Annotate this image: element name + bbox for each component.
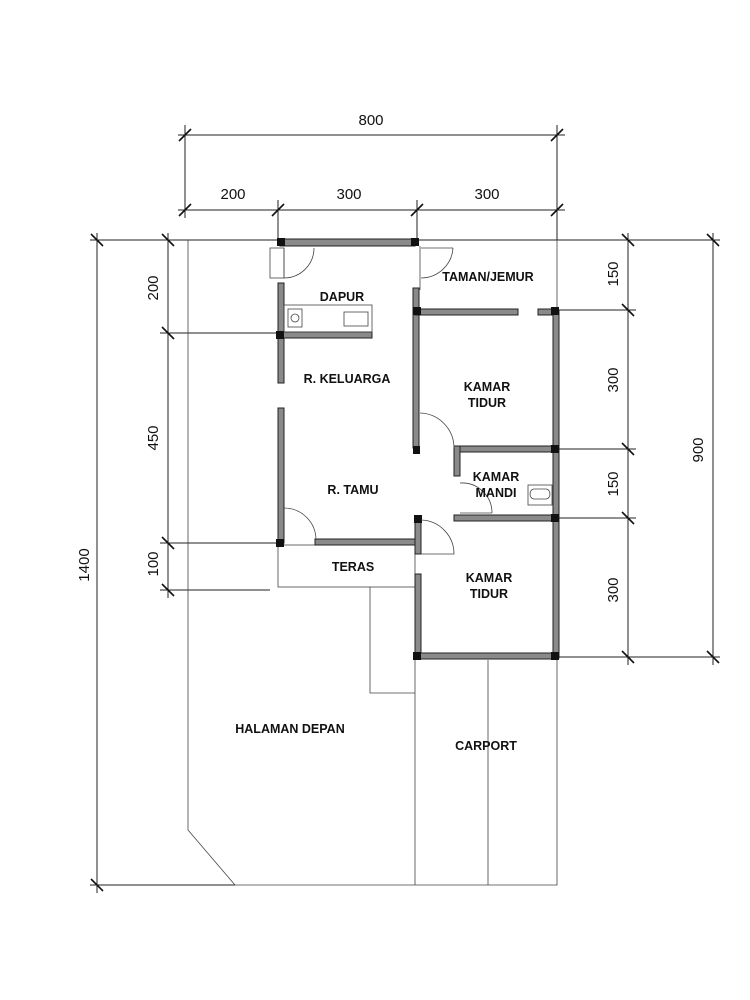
label-kamar-tidur-2b: TIDUR bbox=[470, 587, 508, 601]
site-outline bbox=[187, 240, 558, 886]
dim-top-total: 800 bbox=[358, 112, 383, 129]
label-teras: TERAS bbox=[332, 560, 374, 574]
dim-right-3: 150 bbox=[605, 471, 622, 496]
dim-right-4: 300 bbox=[605, 577, 622, 602]
label-kamar-tidur-2: KAMAR bbox=[466, 571, 513, 585]
walls bbox=[276, 238, 560, 660]
label-halaman: HALAMAN DEPAN bbox=[235, 722, 345, 736]
dim-top-2: 300 bbox=[336, 186, 361, 203]
dim-left-1: 200 bbox=[145, 275, 162, 300]
label-kamar-tidur-1: KAMAR bbox=[464, 380, 511, 394]
room-labels: DAPUR TAMAN/JEMUR R. KELUARGA R. TAMU TE… bbox=[235, 270, 533, 753]
dim-right-1: 150 bbox=[605, 261, 622, 286]
kitchen-counter bbox=[283, 304, 373, 333]
toilet-icon bbox=[527, 484, 553, 506]
dim-right-total: 900 bbox=[690, 437, 707, 462]
label-carport: CARPORT bbox=[455, 739, 517, 753]
doors bbox=[269, 247, 493, 555]
dim-right-2: 300 bbox=[605, 367, 622, 392]
right-dimensions: 150 300 150 300 900 bbox=[557, 233, 720, 665]
top-dimensions: 800 200 300 300 bbox=[178, 112, 565, 240]
label-keluarga: R. KELUARGA bbox=[304, 372, 391, 386]
label-taman-jemur: TAMAN/JEMUR bbox=[442, 270, 533, 284]
label-kamar-tidur-1b: TIDUR bbox=[468, 396, 506, 410]
dim-left-3: 100 bbox=[145, 551, 162, 576]
dim-left-2: 450 bbox=[145, 425, 162, 450]
label-dapur: DAPUR bbox=[320, 290, 364, 304]
label-tamu: R. TAMU bbox=[327, 483, 378, 497]
left-dimensions: 200 450 100 1400 bbox=[76, 233, 720, 893]
dim-left-total: 1400 bbox=[76, 548, 93, 581]
label-kamar-mandi-b: MANDI bbox=[476, 486, 517, 500]
dim-top-3: 300 bbox=[474, 186, 499, 203]
dim-top-1: 200 bbox=[220, 186, 245, 203]
label-kamar-mandi: KAMAR bbox=[473, 470, 520, 484]
